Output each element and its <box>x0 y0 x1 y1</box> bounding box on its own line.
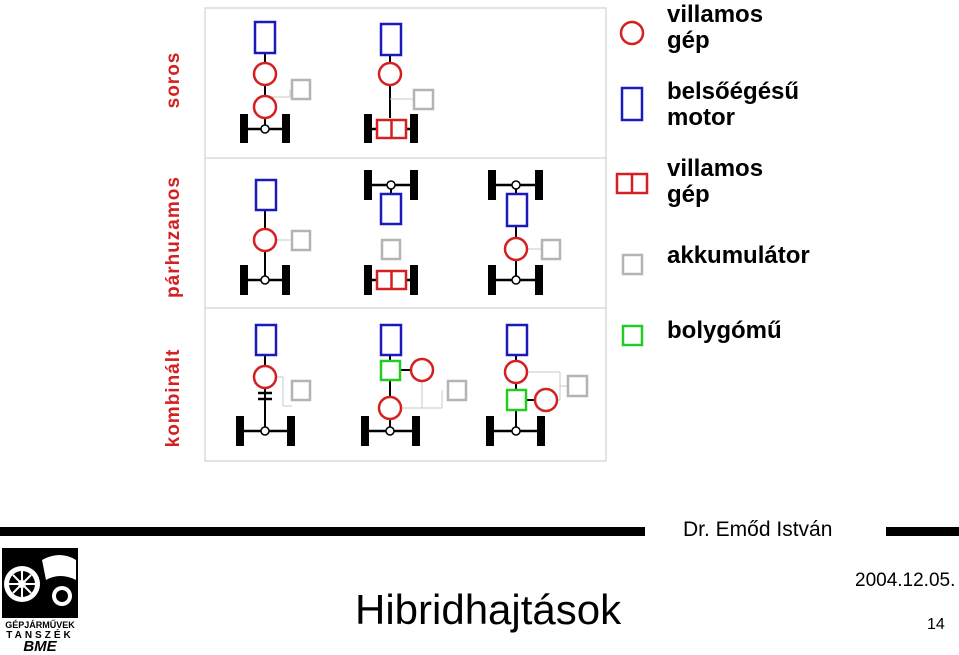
electric-machine <box>252 364 278 390</box>
engine-block <box>379 22 403 57</box>
legend-text-battery: akkumulátor <box>667 242 810 269</box>
schematic-parallel-3 <box>488 170 562 295</box>
grid-frame <box>204 7 607 462</box>
footer-divider-left <box>0 527 645 536</box>
legend-text-electric-machine-2: villamos gép <box>667 155 764 208</box>
department-logo <box>2 548 78 618</box>
battery <box>446 379 468 402</box>
engine-block <box>505 323 529 357</box>
legend-icon-planetary <box>621 324 644 347</box>
legend-icon-electric-machine <box>619 20 645 46</box>
battery <box>540 238 562 261</box>
legend-icon-battery <box>621 253 644 276</box>
schematic-parallel-1 <box>240 178 312 295</box>
battery <box>290 379 312 402</box>
engine-block <box>379 192 403 226</box>
planetary-gear <box>379 359 402 382</box>
logo-text-tanszek: TANSZÉK <box>6 630 74 641</box>
logo-text-bme: BME <box>23 638 57 655</box>
engine-block <box>505 192 529 228</box>
electric-machine <box>533 387 559 413</box>
electric-machine <box>503 236 529 262</box>
electric-machine <box>252 227 278 253</box>
battery <box>290 229 312 252</box>
electric-machine <box>409 357 435 383</box>
electric-machine <box>252 94 278 120</box>
presentation-date: 2004.12.05. <box>855 570 956 591</box>
planetary-gear <box>505 388 528 412</box>
engine-block <box>253 20 277 55</box>
page-number: 14 <box>927 616 945 633</box>
schematic-combined-2 <box>361 323 468 446</box>
battery <box>290 78 312 101</box>
legend-icons <box>615 20 649 347</box>
battery <box>412 88 435 111</box>
schematic-parallel-2 <box>364 170 418 295</box>
author-name: Dr. Emőd István <box>683 518 833 541</box>
electric-machine <box>503 359 529 385</box>
legend-text-engine: belsőégésű motor <box>667 78 800 131</box>
legend-text-planetary: bolygómű <box>667 317 782 344</box>
legend-icon-engine <box>620 86 644 122</box>
battery <box>566 374 589 398</box>
footer-divider-right <box>886 527 959 536</box>
schematic-combined-3 <box>486 323 589 446</box>
schematic-combined-1 <box>236 323 312 446</box>
presentation-title: Hibridhajtások <box>355 586 622 633</box>
electric-machine <box>377 61 403 87</box>
schematic-series-2 <box>364 22 435 143</box>
engine-block <box>254 323 278 357</box>
schematic-series-1 <box>240 20 312 143</box>
engine-block <box>379 323 403 357</box>
battery <box>380 238 402 261</box>
electric-machine <box>252 61 278 87</box>
logo-text-gepjarmuvek: GÉPJÁRMŰVEK <box>5 620 75 630</box>
engine-block <box>254 178 278 212</box>
electric-machine <box>377 395 403 421</box>
legend-text-electric-machine: villamos gép <box>667 1 764 54</box>
